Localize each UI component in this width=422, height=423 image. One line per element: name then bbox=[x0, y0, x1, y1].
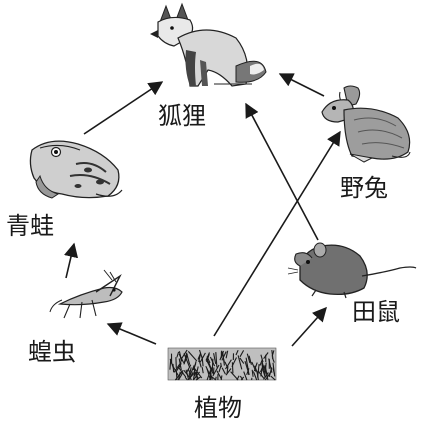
plant-label: 植物 bbox=[194, 394, 242, 422]
arrow-mouse-to-fox bbox=[245, 102, 319, 241]
plant-icon bbox=[167, 347, 277, 381]
food-web-arrows bbox=[64, 73, 341, 347]
arrow-plant-to-mouse bbox=[291, 306, 327, 347]
arrow-frog-to-fox bbox=[83, 81, 164, 135]
arrow-grasshopper-to-frog bbox=[64, 242, 79, 279]
frog-icon bbox=[29, 140, 123, 199]
rabbit-label: 野兔 bbox=[340, 174, 388, 202]
fox-label: 狐狸 bbox=[158, 102, 206, 130]
mouse-label: 田鼠 bbox=[352, 298, 400, 326]
rabbit-icon bbox=[321, 85, 411, 163]
arrow-plant-to-grasshopper bbox=[106, 322, 157, 345]
arrow-rabbit-to-fox bbox=[278, 73, 325, 97]
frog-label: 青蛙 bbox=[6, 212, 54, 240]
grasshopper-label: 蝗虫 bbox=[28, 338, 76, 366]
mouse-icon bbox=[287, 242, 417, 299]
arrow-plant-to-rabbit bbox=[213, 130, 341, 337]
fox-icon bbox=[150, 2, 267, 87]
grasshopper-icon bbox=[49, 269, 123, 319]
